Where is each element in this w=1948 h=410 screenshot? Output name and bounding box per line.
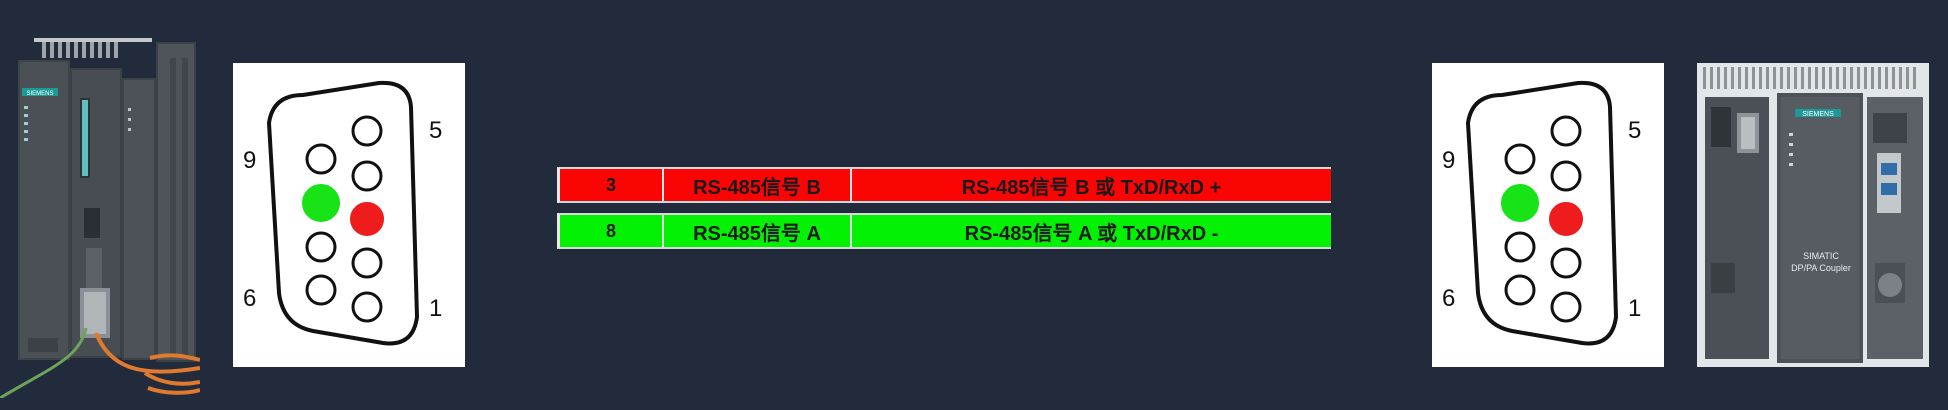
db9-connector-icon <box>266 80 420 346</box>
pin-2-icon <box>1550 247 1582 279</box>
pin-4-icon <box>1550 160 1582 192</box>
pin-label-1: 1 <box>429 295 443 322</box>
db9-connector-icon <box>1465 80 1619 346</box>
pin-label-6: 6 <box>243 285 257 312</box>
pin-4-icon <box>351 160 383 192</box>
plc-brand-label: SIEMENS <box>26 91 53 97</box>
pin-label-9: 9 <box>243 147 257 174</box>
pin-2-icon <box>351 247 383 279</box>
signal-pin-number: 8 <box>560 215 664 247</box>
left-db9-connector: 9 6 5 1 <box>233 63 465 367</box>
pin-label-5: 5 <box>1628 117 1642 144</box>
right-db9-connector: 9 6 5 1 <box>1432 63 1664 367</box>
pin-8-icon <box>302 184 340 222</box>
pin-label-9: 9 <box>1442 147 1456 174</box>
pin-5-icon <box>1550 115 1582 147</box>
coupler-model-line2: DP/PA Coupler <box>1791 263 1851 273</box>
pin-7-icon <box>305 231 337 263</box>
signal-description: RS-485信号 B 或 TxD/RxD + <box>961 176 1222 199</box>
pin-label-1: 1 <box>1628 295 1642 322</box>
pin-5-icon <box>351 115 383 147</box>
pin-9-icon <box>305 143 337 175</box>
pin-1-icon <box>1550 291 1582 323</box>
signal-row-a: 8 RS-485信号 A RS-485信号 A 或 TxD/RxD - <box>557 213 1331 249</box>
signal-name: RS-485信号 B <box>664 169 852 201</box>
coupler-model-line1: SIMATIC <box>1803 251 1839 261</box>
pin-9-icon <box>1504 143 1536 175</box>
pin-label-6: 6 <box>1442 285 1456 312</box>
signal-name: RS-485信号 A <box>664 215 852 247</box>
pin-8-icon <box>1501 184 1539 222</box>
signal-description: RS-485信号 A 或 TxD/RxD - <box>964 222 1219 245</box>
pin-1-icon <box>351 291 383 323</box>
pin-3-icon <box>350 202 384 236</box>
pin-3-icon <box>1549 202 1583 236</box>
signal-pin-number: 3 <box>560 169 664 201</box>
pin-6-icon <box>1504 274 1536 306</box>
pin-label-5: 5 <box>429 117 443 144</box>
plc-device-image: SIEMENS <box>0 38 200 398</box>
dp-pa-coupler-image: SIEMENS SIMATIC DP/PA Coupler <box>1697 63 1929 367</box>
pin-7-icon <box>1504 231 1536 263</box>
coupler-brand-label: SIEMENS <box>1802 111 1834 118</box>
signal-pin-table: 3 RS-485信号 B RS-485信号 B 或 TxD/RxD + 8 RS… <box>557 167 1331 259</box>
pin-6-icon <box>305 274 337 306</box>
signal-row-b: 3 RS-485信号 B RS-485信号 B 或 TxD/RxD + <box>557 167 1331 203</box>
